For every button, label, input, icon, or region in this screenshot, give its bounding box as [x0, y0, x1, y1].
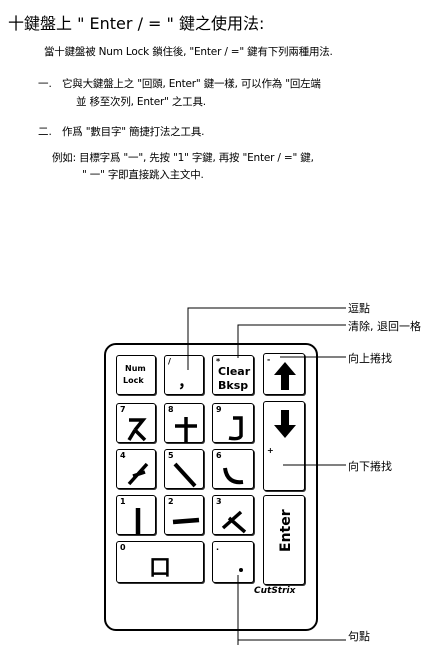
bksp-label: Bksp — [218, 379, 249, 392]
brand-logo: CutStrix — [254, 586, 296, 596]
item1-line1: 它與大鍵盤上之 "回頭, Enter" 鍵一樣, 可以作為 "回左端 — [62, 78, 321, 90]
num-lock-key: Num Lock — [116, 355, 156, 395]
minus-key: - — [263, 353, 305, 395]
key-2: 2 — [164, 495, 204, 535]
slash-key: / ， — [164, 355, 204, 395]
plus-key: + — [263, 401, 305, 491]
slant-stroke-icon — [127, 462, 149, 486]
key-6-label: 6 — [216, 451, 222, 460]
callout-period: 句點 — [348, 630, 370, 643]
stroke-glyph-icon — [127, 418, 147, 442]
period-key: . — [212, 541, 254, 583]
callout-comma: 逗點 — [348, 302, 370, 315]
minus-key-label: - — [267, 355, 271, 364]
clear-label: Clear — [218, 365, 251, 378]
cross-stroke-icon — [175, 417, 197, 442]
hook-stroke-icon — [228, 416, 243, 441]
num-lock-label-1: Num — [125, 364, 146, 373]
item2-example-line2: " 一" 字即直接跳入主文中. — [82, 169, 204, 181]
intro-text: 當十鍵盤被 Num Lock 鎖住後, "Enter / =" 鍵有下列兩種用法… — [44, 46, 333, 58]
mouth-glyph: 口 — [149, 556, 172, 581]
key-9-label: 9 — [216, 405, 222, 414]
plus-key-label: + — [267, 446, 274, 455]
clear-key: * Clear Bksp — [212, 355, 254, 395]
rising-stroke-icon — [221, 510, 247, 534]
key-4-label: 4 — [120, 451, 126, 460]
keypad-illustration: Num Lock / ， * Clear Bksp - 7 8 9 — [104, 343, 318, 631]
key-1: 1 — [116, 495, 156, 535]
num-lock-label-2: Lock — [123, 376, 144, 385]
callout-scroll-down: 向下捲找 — [348, 460, 392, 473]
callout-scroll-up: 向上捲找 — [348, 352, 392, 365]
key-6: 6 — [212, 449, 254, 489]
callout-clear: 清除, 退回一格 — [348, 320, 421, 333]
key-2-label: 2 — [168, 497, 174, 506]
period-dot-icon — [239, 568, 243, 572]
key-4: 4 — [116, 449, 156, 489]
enter-label: Enter — [278, 509, 294, 552]
key-5-label: 5 — [168, 451, 174, 460]
key-1-label: 1 — [120, 497, 126, 506]
key-3-label: 3 — [216, 497, 222, 506]
key-0: 0 口 — [116, 541, 204, 583]
item2-example-line1: 例如: 目標字爲 "一", 先按 "1" 字鍵, 再按 "Enter / =" … — [52, 152, 314, 164]
page-title: 十鍵盤上 " Enter / = " 鍵之使用法: — [8, 14, 265, 33]
horizontal-stroke-icon — [172, 517, 200, 525]
vertical-stroke-icon — [135, 508, 141, 534]
item1-number: 一. — [38, 78, 52, 90]
item1-line2: 並 移至次列, Enter" 之工具. — [76, 96, 206, 108]
item2-line1: 作爲 "數目字" 簡捷打法之工具. — [62, 126, 205, 138]
period-key-label: . — [216, 543, 220, 552]
arrow-down-icon — [274, 410, 296, 438]
key-7: 7 — [116, 403, 156, 443]
slash-key-label: / — [168, 357, 171, 366]
press-stroke-icon — [173, 462, 197, 488]
comma-glyph: ， — [178, 372, 195, 391]
key-5: 5 — [164, 449, 204, 489]
enter-key: Enter — [263, 495, 305, 585]
key-0-label: 0 — [120, 543, 126, 552]
key-3: 3 — [212, 495, 254, 535]
item2-number: 二. — [38, 126, 52, 138]
key-8: 8 — [164, 403, 204, 443]
arrow-up-icon — [274, 362, 296, 390]
curve-stroke-icon — [223, 467, 244, 485]
key-7-label: 7 — [120, 405, 126, 414]
key-8-label: 8 — [168, 405, 174, 414]
key-9: 9 — [212, 403, 254, 443]
